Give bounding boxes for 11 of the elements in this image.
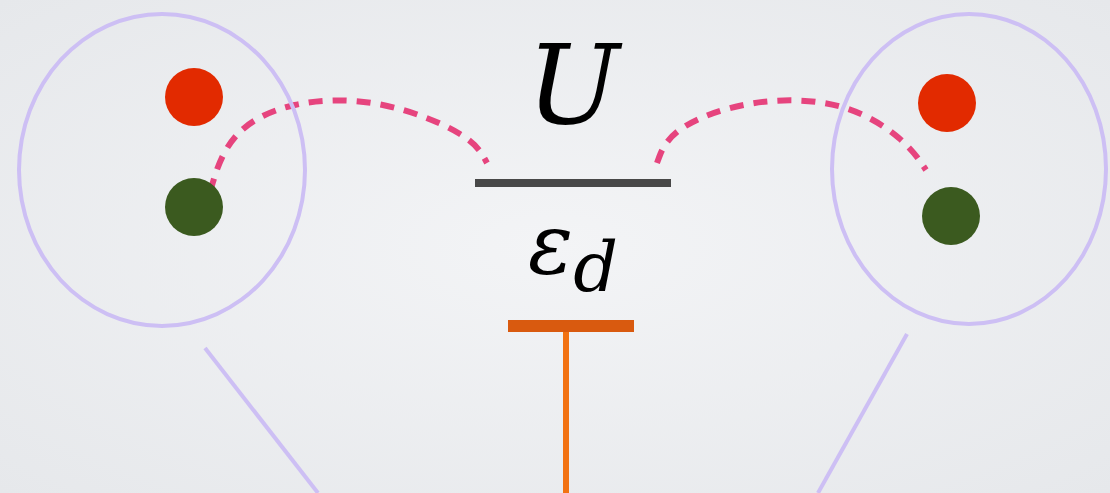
particle-dot xyxy=(918,74,976,132)
zoom-line xyxy=(816,333,909,493)
zoom-circle xyxy=(17,12,307,328)
math-symbol: ε$_{d}$ xyxy=(527,202,619,302)
zoom-circle xyxy=(830,12,1108,326)
particle-dot xyxy=(922,187,980,245)
particle-dot xyxy=(165,68,223,126)
math-symbol: U xyxy=(475,30,671,140)
particle-dot xyxy=(165,178,223,236)
zoom-line xyxy=(203,346,320,493)
interaction-line xyxy=(654,97,929,172)
